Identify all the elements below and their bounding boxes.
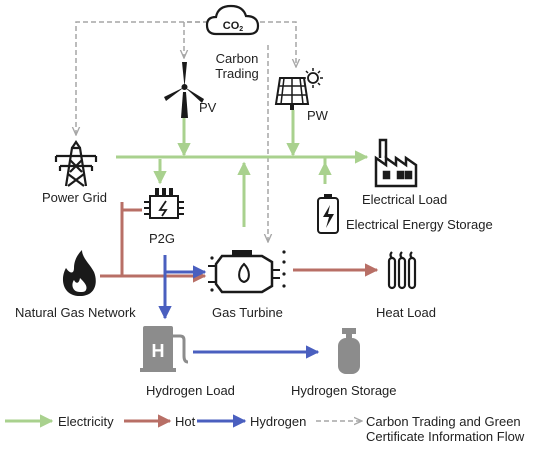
carbon-trading-label: Carbon Trading	[205, 51, 269, 81]
h-symbol: H	[152, 341, 165, 361]
gas-turbine-label: Gas Turbine	[212, 305, 283, 320]
hydrogen-pump-icon: H	[140, 326, 189, 372]
solar-panel-icon	[274, 68, 323, 110]
wind-turbine-icon	[164, 62, 204, 118]
natural-gas-network-label: Natural Gas Network	[15, 305, 136, 320]
carbon-trading-label-line1: Carbon	[215, 51, 259, 66]
hydrogen-load-label: Hydrogen Load	[146, 383, 235, 398]
electrical-load-label: Electrical Load	[362, 192, 448, 207]
legend-info-flow: Carbon Trading and Green Certificate Inf…	[366, 414, 524, 444]
battery-icon	[317, 194, 339, 234]
legend-info-flow-line1: Carbon Trading and Green	[366, 414, 521, 429]
heat-load-label: Heat Load	[376, 305, 436, 320]
hydrogen-tank-icon	[338, 328, 360, 374]
hydrogen-storage-label: Hydrogen Storage	[291, 383, 397, 398]
electrical-energy-storage-label: Electrical Energy Storage	[346, 217, 493, 232]
legend-hot: Hot	[175, 414, 196, 429]
hydrogen-flow-lines	[158, 255, 320, 359]
co2-icon-text: CO2	[223, 20, 244, 33]
power-tower-icon	[54, 140, 98, 187]
factory-icon	[374, 138, 418, 188]
legend-hydrogen: Hydrogen	[250, 414, 307, 429]
radiator-icon	[387, 251, 417, 290]
legend-electricity: Electricity	[58, 414, 114, 429]
pv-label: PV	[199, 100, 217, 115]
p2g-label: P2G	[149, 231, 176, 246]
pw-label: PW	[307, 108, 328, 123]
heat-flow-lines	[100, 202, 379, 283]
engine-icon	[208, 250, 286, 294]
carbon-trading-label-line2: Trading	[215, 66, 259, 81]
transformer-icon	[144, 188, 184, 219]
cloud-icon	[205, 4, 260, 36]
electricity-flow-lines	[116, 110, 369, 227]
info-flow-lines	[76, 21, 296, 242]
flame-icon	[62, 250, 96, 296]
power-grid-label: Power Grid	[42, 190, 108, 205]
legend-info-flow-line2: Certificate Information Flow	[366, 429, 525, 444]
